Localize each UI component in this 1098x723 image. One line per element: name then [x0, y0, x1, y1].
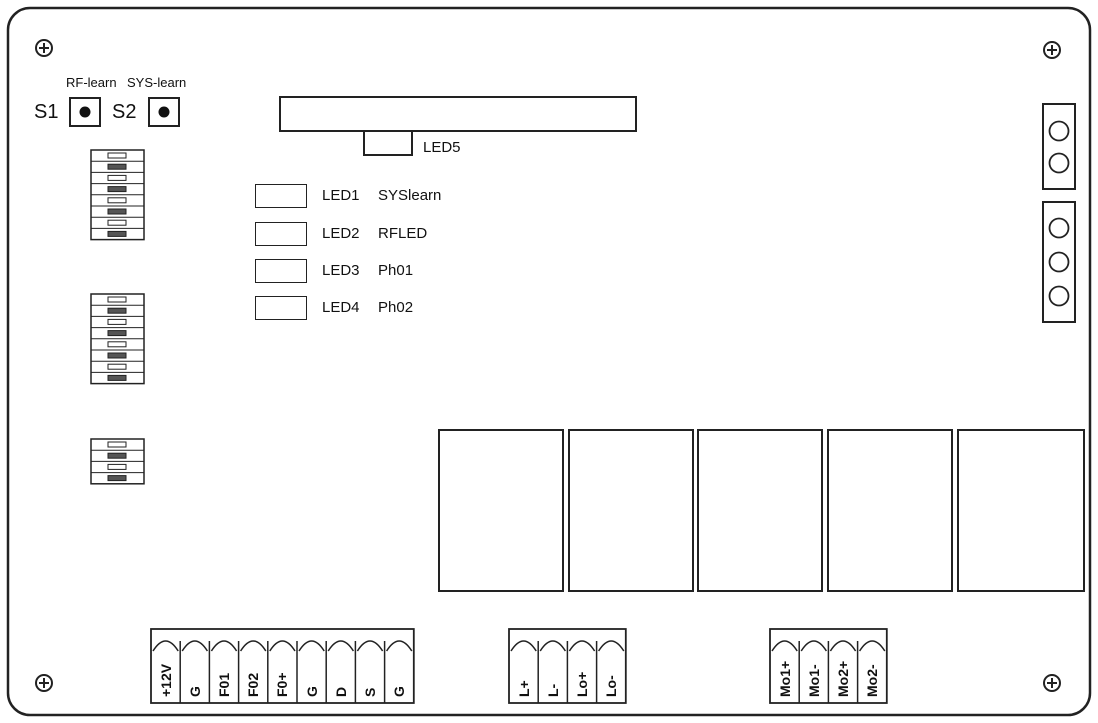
terminal-pin-label: Lo-	[603, 675, 620, 697]
led3-id: LED3	[322, 262, 360, 279]
dip-switch-3[interactable]	[90, 438, 145, 485]
mounting-hole-icon-top-left	[35, 39, 53, 57]
relay-3	[697, 429, 823, 592]
terminal-pin-label: F0+	[274, 672, 291, 697]
relay-4	[827, 429, 953, 592]
mounting-hole-icon-bottom-left	[35, 674, 53, 692]
terminal-block-power	[150, 628, 415, 704]
s2-function-label: SYS-learn	[127, 75, 187, 90]
terminal-pin-label: L-	[544, 683, 561, 697]
terminal-pin-label: G	[186, 686, 203, 697]
mounting-hole-icon-top-right	[1043, 41, 1061, 59]
dip-switch-2[interactable]	[90, 293, 145, 385]
terminal-pin-label: G	[303, 686, 320, 697]
terminal-pin-label: Mo2-	[864, 664, 881, 697]
relay-1	[438, 429, 564, 592]
terminal-pin-label: Mo2+	[835, 660, 851, 697]
dip-switch-groups	[90, 149, 145, 485]
led4-id: LED4	[322, 299, 360, 316]
connector-3pin	[1042, 201, 1076, 323]
led1-indicator	[255, 184, 307, 208]
led2-indicator	[255, 222, 307, 246]
terminal-pin-label: Mo1+	[776, 660, 793, 697]
terminal-pin-label: F01	[216, 672, 232, 697]
s2-label: S2	[112, 101, 137, 123]
dip-switch-1[interactable]	[90, 149, 145, 241]
terminal-pin-label: F02	[245, 672, 262, 697]
s2-button[interactable]	[148, 97, 180, 127]
terminal-pin-label: L+	[515, 680, 532, 697]
display-bar	[279, 96, 637, 132]
terminal-block-light	[508, 628, 627, 704]
terminal-pin-label: Mo1-	[805, 664, 822, 697]
relay-blocks	[438, 429, 1085, 592]
led2-id: LED2	[322, 225, 360, 242]
connector-2pin	[1042, 103, 1076, 190]
terminal-block-motor	[769, 628, 888, 704]
led5-label: LED5	[423, 139, 461, 156]
relay-5	[957, 429, 1085, 592]
s1-label: S1	[34, 101, 59, 123]
led4-name: Ph02	[378, 299, 414, 316]
terminal-pin-label: Lo+	[574, 671, 590, 697]
terminal-pin-label: +12V	[157, 663, 174, 697]
led1-id: LED1	[322, 187, 360, 204]
relay-2	[568, 429, 694, 592]
terminal-pin-label: S	[362, 687, 378, 697]
led2-name: RFLED	[378, 225, 428, 242]
led5-indicator	[363, 130, 413, 156]
led1-name: SYSlearn	[378, 187, 442, 204]
led3-indicator	[255, 259, 307, 283]
s1-button[interactable]	[69, 97, 101, 127]
terminal-pin-label: G	[391, 686, 408, 697]
led4-indicator	[255, 296, 307, 320]
mounting-hole-icon-bottom-right	[1043, 674, 1061, 692]
s1-function-label: RF-learn	[66, 75, 117, 90]
terminal-pin-label: D	[332, 686, 349, 697]
led3-name: Ph01	[378, 262, 414, 279]
